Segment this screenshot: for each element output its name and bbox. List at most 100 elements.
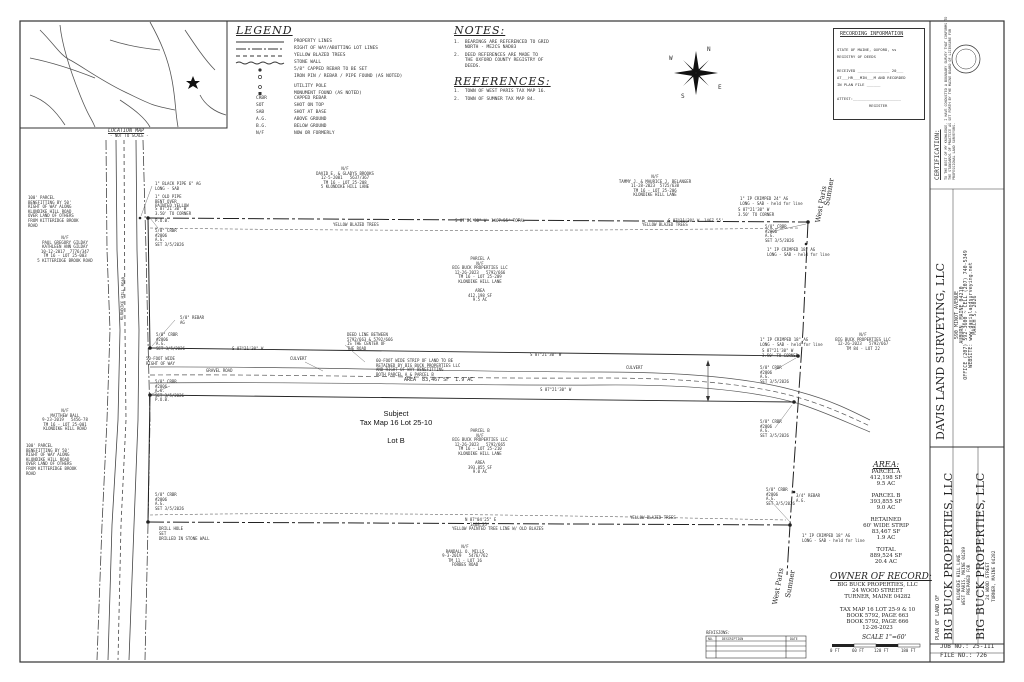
tree-line-bottom-label: YELLOW PAINTED TREE LINE W/ OLD BLAZES [452,526,544,531]
area-row: 889,524 SF [869,553,903,559]
crbr-set-w-strip: 5/8" CRBR #2806 A.G. SET 3/5/2026 [156,332,185,351]
abutter-line: N/F [61,408,69,413]
pipe-found-note: 1" BLACK PIPE 6" AG LONG - SAB [155,181,201,191]
abbr-label: BELOW GROUND [294,124,327,129]
reference-1: 1. TOWN OF WEST PARIS TAX MAP 16. [454,89,547,94]
abutter-line: TAMMY J. & MAURICE J. BELANGER [618,178,692,184]
revisions-col-no: NO. [708,637,714,641]
revisions-col-date: DATE [790,637,798,641]
scale-tick-120: 120 FT [874,648,889,653]
iron-pipe-e: 1" IP CRIMPED 18" AG LONG - SAB - held f… [767,247,830,257]
location-map-roads [29,21,227,128]
iron-pipe-se: 1" IP CRIMPED 18" AG LONG - SAB - held f… [802,533,865,543]
legend-item: YELLOW BLAZED TREES [294,53,346,58]
area-row: 393,855 SF [869,499,903,505]
scale-tick-60: 60 FT [852,648,865,653]
area-title: AREA: [872,460,900,469]
parcel-b-line: 9.0 AC [472,469,488,475]
revisions-title: REVISIONS: [706,630,731,635]
note-1: 1. BEARINGS ARE REFERENCED TO GRID NORTH… [454,40,549,51]
recording-line: STATE OF MAINE, OXFORD, ss [837,47,897,52]
recording-line [837,88,906,95]
klondike-hill-road-lines [96,139,151,661]
abutter-line: TM 16 - LOT 25-003 [43,253,87,259]
tree-line-label-a2: YELLOW BLAZED TREES [642,222,688,227]
abutter-line: MATTHEW BALL [50,412,80,418]
legend-line-samples [235,41,285,65]
abbr-code: N/F [256,131,265,136]
company-name: DAVIS LAND SURVEYING, LLC [934,262,947,440]
owner-line: BIG BUCK PROPERTIES, LLC [837,582,918,588]
area-row: RETAINED [870,517,902,523]
abutter-line: TM 16 - LOT 25-001 [43,421,87,427]
area-row: PARCEL B [871,493,901,499]
subject-line: Subject [383,409,409,418]
recording-line: ATTEST:_____________________ [837,96,902,101]
legend-list: PROPERTY LINES RIGHT OF WAY/ABUTTING LOT… [294,39,402,98]
file-number: FILE NO.: 726 [940,652,987,659]
parcel-b-line: N/F [476,432,484,438]
company-line: MARCH 5, 2026 [972,295,979,335]
crbr-set-ne: 5/8" CRBR #2806 A.G. SET 3/5/2026 [765,224,794,243]
bearing-bottom: N 87°04'25" E [465,517,497,522]
scale-tick-0: 0 FT [830,648,840,653]
company-address: 590 MINOT AVENUE AUBURN, MAINE 04210 OFF… [954,190,979,440]
deed-line-note: DEED LINE BETWEEN 5792/663 & 5792/666 IS… [347,332,393,351]
abutter-line: 5 KLONDIKE HILL LANE [320,184,370,190]
area-row: 83,467 SF [871,529,901,535]
scale-tick-180: 180 FT [901,648,916,653]
recording-title: RECORDING INFORMATION [840,31,904,37]
yellow-blazed-tree-lines [149,227,801,521]
to-corner-note: S 87°21'30" W 3.50' TO CORNER [155,206,192,216]
owner-of-record: OWNER OF RECORD: BIG BUCK PROPERTIES, LL… [830,572,932,632]
bearing-strip-south: S 87°21'30" W [540,387,572,392]
abutter-line: KATHLEEN ANN GILDAY [42,244,88,250]
parcel-a-line: N/F [476,260,484,266]
recording-line: AT___HR___MIN___M AND RECORDED [837,75,906,80]
legend-item: RIGHT OF WAY/ABUTTING LOT LINES [294,46,378,51]
bearing-bottom-length: 1468.35' [470,522,490,527]
prepared-for-owner: BIG BUCK PROPERTIES, LLC [974,472,987,640]
area-row: 60' WIDE STRIP [863,523,909,529]
plan-owner: BIG BUCK PROPERTIES, LLC [942,472,955,640]
owner-line: BOOK 5792, PAGE 666 [846,619,909,626]
note-2: 2. DEED REFERENCES ARE MADE TO THE OXFOR… [454,53,544,69]
abbr-code: SOT [256,103,265,108]
rebar-se: 3/4" REBAR A.G. [796,493,821,503]
old-pipe-note: 1" OLD PIPE BENT OVER PAINTED YELLOW [155,194,189,209]
abbr-label: CAPPED REBAR [294,96,327,101]
compass-west: W [669,55,673,62]
abutter-line: 11-28-2023 5725/638 [630,183,680,189]
gravel-road-label: GRAVEL ROAD [206,368,233,373]
to-corner-ne: S 87°21'30" W 3.50' TO CORNER [738,207,775,217]
bearing-strip-north-2: S 87°21'30" W [530,352,562,357]
parcel-a-line: KLONDIKE HILL LANE [458,278,502,284]
bearing-strip-north: S 87°21'30" W [232,346,264,351]
abutter-line: 10-12-2017 7776/347 [40,248,90,254]
monument-markers [138,216,810,527]
abutter-line: N/F [651,174,659,179]
culvert-west: CULVERT [290,356,307,361]
crbr-set-e-strip: 5/8" CRBR #2806 A.G. SET 3/5/2026 [760,365,789,384]
crbr-set-nw: 5/8" CRBR #2806 A.G. SET 3/5/2026 [155,228,184,247]
area-row: 412,198 SF [869,475,903,481]
abutter-line: 9-23-2019 5456-78 [42,417,88,423]
bearing-top-east: S 87°21'30" W 1467.55' [668,218,724,223]
certification-title: CERTIFICATION: [934,129,941,180]
subject-line: Tax Map 16 Lot 25-10 [359,418,433,427]
gravel-road [149,366,871,433]
bearing-top: S 87°21'30" W 1467.55' TOTAL [455,218,525,223]
abutter-line: N/F [61,235,69,240]
legend-abbreviation-labels: CAPPED REBAR SHOT ON TOP SHOT AT BASE AB… [294,96,335,138]
area-row: 9.5 AC [876,481,896,487]
abutter-line: 12-26-2023 5792/667 [837,341,889,347]
owner-line: BOOK 5792, PAGE 663 [846,613,909,620]
parcel-boundaries [147,217,809,576]
legend-title: LEGEND [236,24,293,37]
area-row: TOTAL [876,547,896,553]
